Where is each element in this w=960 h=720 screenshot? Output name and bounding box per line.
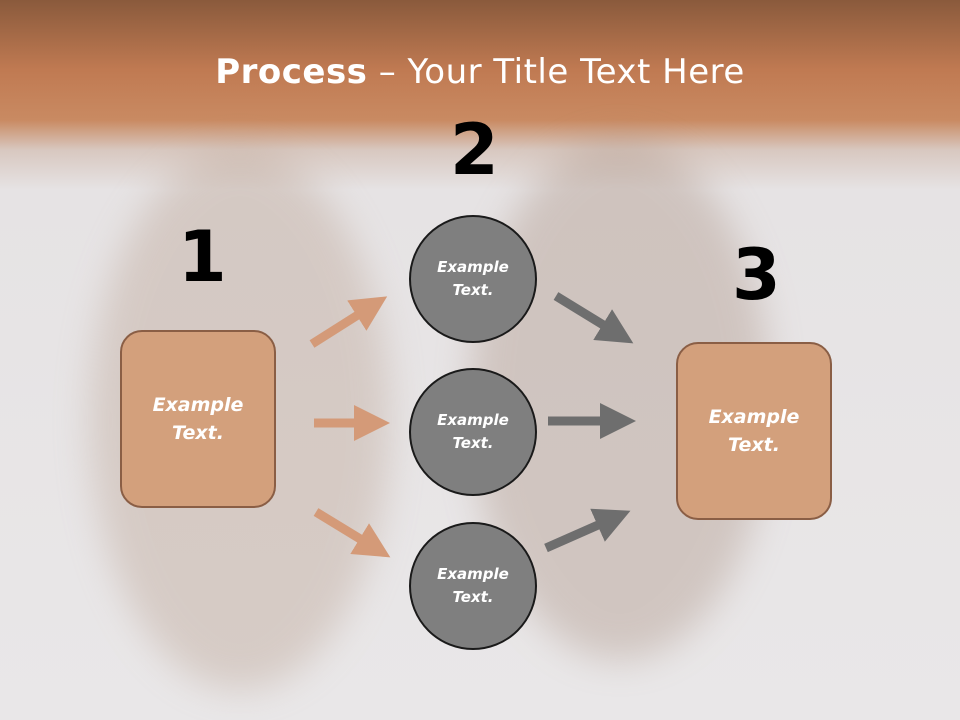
circle-middle-label: Example Text. [437,410,509,452]
step-box-3-label: Example Text. [708,405,800,457]
title-rest: – Your Title Text Here [367,52,745,92]
step-box-3: Example Text. [676,342,832,520]
arrow-bottom-to-3 [544,508,631,553]
title-strong: Process [215,52,368,92]
circle-top-label: Example Text. [437,257,509,299]
step-box-1: Example Text. [120,330,276,508]
arrow-1-to-bottom [313,508,391,558]
arrow-1-to-top [309,296,388,348]
circle-bottom-label: Example Text. [437,564,509,606]
circle-middle: Example Text. [409,368,537,496]
step-number-1: 1 [178,216,227,298]
circle-top: Example Text. [409,215,537,343]
step-number-3: 3 [732,234,781,316]
step-box-1-label: Example Text. [152,393,244,445]
slide-title: Process – Your Title Text Here [0,52,960,92]
circle-bottom: Example Text. [409,522,537,650]
step-number-2: 2 [450,109,499,191]
arrow-top-to-3 [553,292,634,344]
